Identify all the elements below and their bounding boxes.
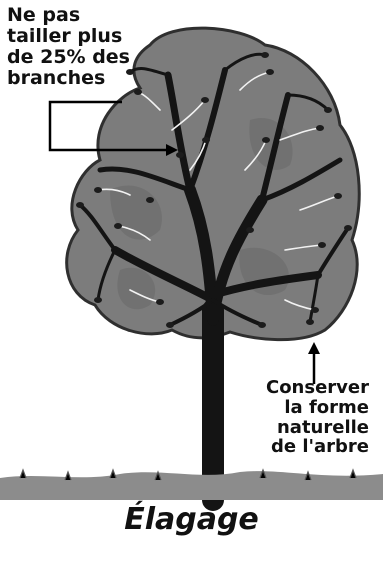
label-prune-limit: Ne pas tailler plus de 25% des branches [7, 5, 167, 89]
label-line: Ne pas [7, 5, 167, 26]
label-line: Conserver [199, 378, 369, 398]
label-line: branches [7, 68, 167, 89]
label-line: de l'arbre [199, 437, 369, 457]
label-line: la forme [199, 398, 369, 418]
label-line: tailler plus [7, 26, 167, 47]
label-keep-shape: Conserver la forme naturelle de l'arbre [199, 378, 369, 457]
ground [0, 470, 383, 500]
label-line: naturelle [199, 418, 369, 438]
diagram-title: Élagage [0, 503, 383, 536]
label-line: de 25% des [7, 47, 167, 68]
